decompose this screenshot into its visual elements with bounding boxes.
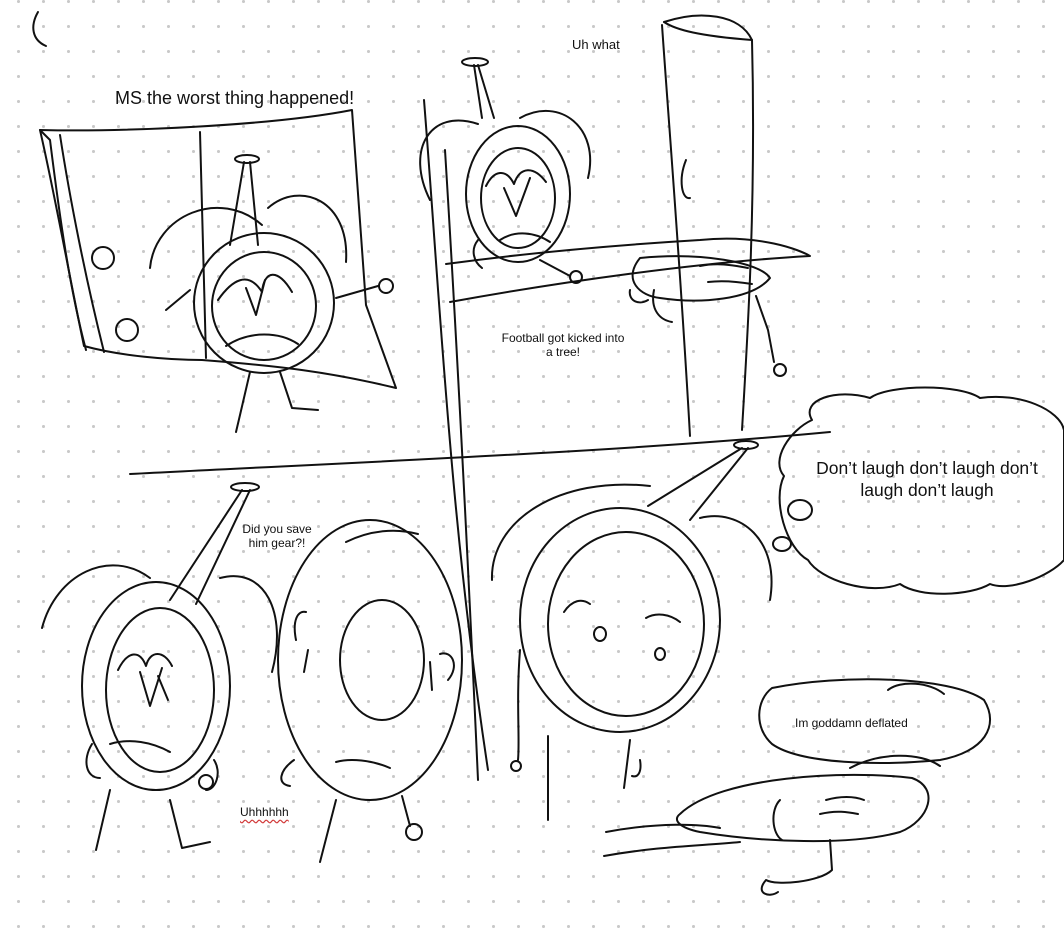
speech-bubble xyxy=(758,678,992,764)
panel3-question: Did you save him gear?! xyxy=(242,522,312,550)
book-hole xyxy=(115,318,139,342)
panel3-drawing xyxy=(41,482,463,863)
panel4-bubble-text: Im goddamn deflated xyxy=(795,716,908,730)
panel3-response: Uhhhhhh xyxy=(240,805,289,819)
football-in-tree xyxy=(628,255,787,377)
book-hole xyxy=(91,246,115,270)
panel1-caption: MS the worst thing happened! xyxy=(115,88,355,108)
panel-dividers xyxy=(32,11,831,781)
crying-alarm-clock xyxy=(41,482,278,851)
thought-cloud xyxy=(778,386,1064,595)
deflated-football xyxy=(603,682,945,896)
tree-trunk xyxy=(663,14,755,431)
panel2-reaction: Uh what xyxy=(572,37,620,52)
worried-alarm-clock xyxy=(419,57,592,284)
panel2-caption: Football got kicked into a tree! xyxy=(501,331,625,359)
panel4-drawing xyxy=(490,386,1064,896)
gear-character xyxy=(277,519,463,863)
sad-alarm-clock xyxy=(149,154,394,433)
panel2-drawing xyxy=(419,14,811,437)
tree-branch xyxy=(445,237,811,303)
panel1-drawing xyxy=(39,109,397,433)
smirking-alarm-clock xyxy=(490,440,773,821)
panel4-thought-text: Don’t laugh don’t laugh don’t laugh don’… xyxy=(816,458,1038,500)
